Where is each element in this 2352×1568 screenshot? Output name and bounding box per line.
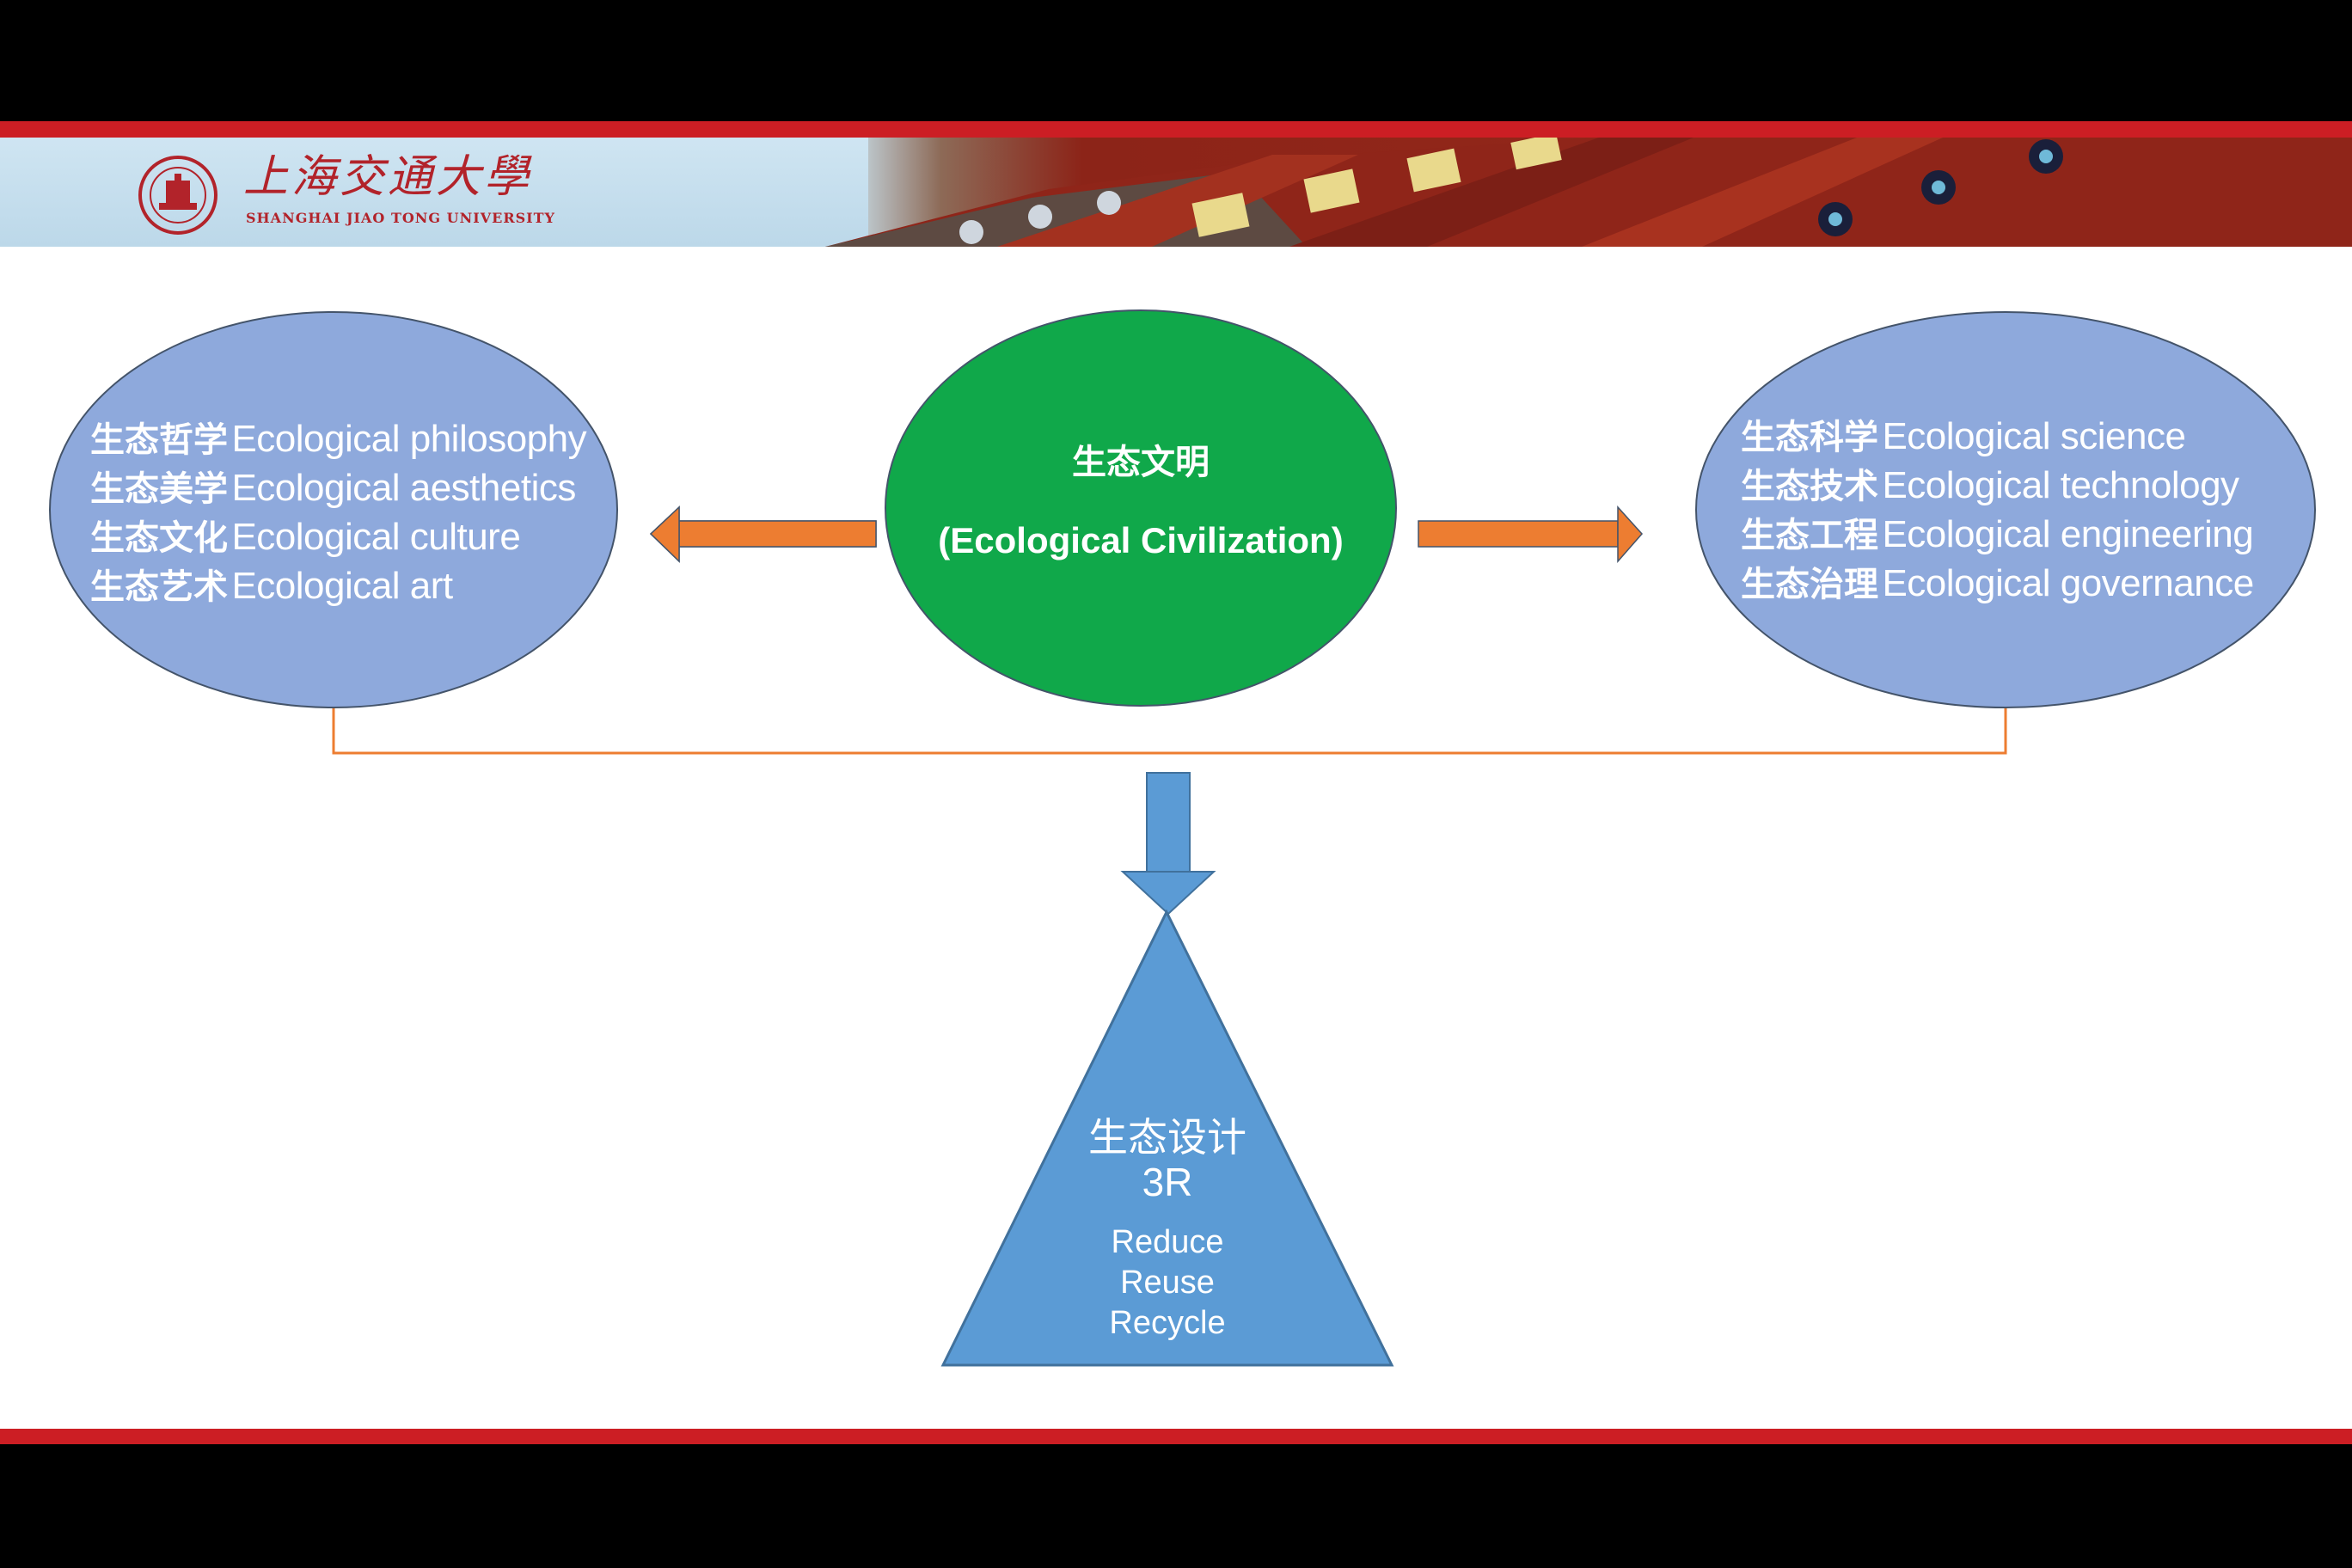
left-item-cn: 生态哲学 — [90, 420, 228, 460]
right-item: 生态工程 Ecological engineering — [1741, 510, 2254, 559]
center-title-en: (Ecological Civilization) — [938, 520, 1344, 560]
left-item-en: Ecological culture — [231, 516, 521, 558]
right-item-cn: 生态科学 — [1741, 418, 1878, 457]
right-item-cn: 生态治理 — [1741, 565, 1878, 604]
left-item-cn: 生态艺术 — [90, 567, 228, 607]
university-name-cn: 上海交通大學 — [243, 151, 533, 203]
center-ellipse — [885, 309, 1397, 707]
left-ellipse-text: 生态哲学 Ecological philosophy 生态美学 Ecologic… — [90, 414, 587, 610]
triangle-item: Reduce — [1111, 1224, 1224, 1260]
right-ellipse — [1695, 311, 2316, 708]
right-item-en: Ecological science — [1882, 415, 2186, 457]
left-item: 生态文化 Ecological culture — [90, 512, 586, 561]
university-name-en: SHANGHAI JIAO TONG UNIVERSITY — [246, 210, 555, 226]
right-item-en: Ecological engineering — [1882, 513, 2254, 555]
right-item: 生态科学 Ecological science — [1741, 412, 2254, 461]
right-item-en: Ecological governance — [1882, 562, 2254, 604]
left-item: 生态哲学 Ecological philosophy — [90, 414, 587, 463]
right-item: 生态治理 Ecological governance — [1741, 559, 2254, 608]
left-item-cn: 生态文化 — [90, 518, 228, 558]
slide: 上海交通大學 SHANGHAI JIAO TONG UNIVERSITY 生态哲… — [0, 121, 2352, 1444]
university-seal-logo — [138, 156, 217, 235]
ecology-diagram — [49, 309, 2316, 1367]
connector-line — [332, 682, 2007, 755]
left-item: 生态美学 Ecological aesthetics — [90, 463, 586, 512]
banner-sky — [0, 138, 868, 247]
triangle-title-3r: 3R — [1142, 1160, 1193, 1204]
left-item-en: Ecological art — [231, 565, 453, 607]
right-item: 生态技术 Ecological technology — [1741, 461, 2254, 510]
left-item: 生态艺术 Ecological art — [90, 561, 586, 610]
right-item-cn: 生态工程 — [1741, 516, 1878, 555]
down-arrow — [1146, 772, 1191, 874]
right-item-en: Ecological technology — [1882, 464, 2239, 506]
header-banner: 上海交通大學 SHANGHAI JIAO TONG UNIVERSITY — [0, 138, 2352, 247]
center-title-cn: 生态文明 — [1072, 443, 1210, 482]
top-red-band — [0, 121, 2352, 138]
left-item-en: Ecological aesthetics — [231, 467, 576, 509]
temple-eaves-image — [825, 138, 2352, 247]
left-ellipse — [49, 311, 618, 708]
left-item-cn: 生态美学 — [90, 469, 228, 509]
bottom-red-band — [0, 1429, 2352, 1444]
right-ellipse-text: 生态科学 Ecological science 生态技术 Ecological … — [1741, 412, 2254, 608]
left-item-en: Ecological philosophy — [231, 418, 587, 460]
triangle-item: Reuse — [1120, 1265, 1215, 1301]
right-arrow — [1418, 520, 1619, 548]
right-item-cn: 生态技术 — [1741, 467, 1878, 506]
design-triangle — [940, 909, 1394, 1367]
triangle-item: Recycle — [1109, 1305, 1226, 1341]
triangle-title-cn: 生态设计 — [1088, 1114, 1246, 1161]
